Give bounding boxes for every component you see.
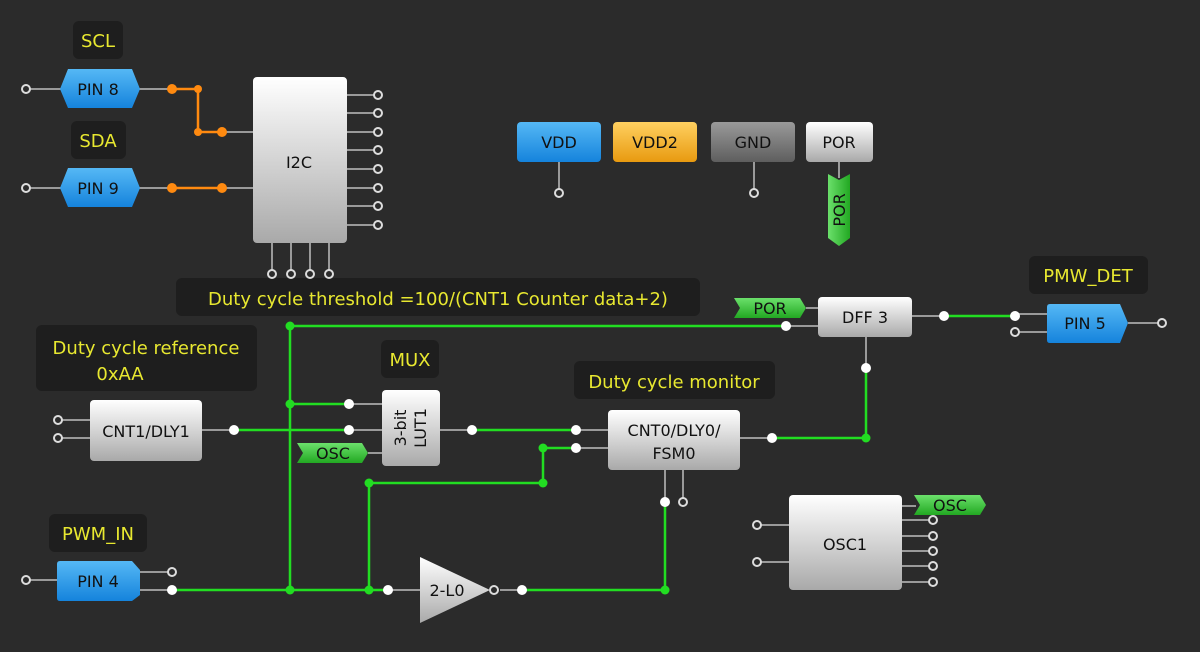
cnt1-block[interactable]: CNT1/DLY1 <box>90 400 202 461</box>
pin8-block[interactable]: PIN 8 <box>60 69 140 108</box>
lut1-label-line1: 3-bit <box>391 410 410 447</box>
cnt1-label: CNT1/DLY1 <box>102 422 190 441</box>
vdd2-block[interactable]: VDD2 <box>613 122 697 162</box>
pin9-block[interactable]: PIN 9 <box>60 168 140 207</box>
i2c-block[interactable]: I2C <box>253 77 347 243</box>
pin5-block[interactable]: PIN 5 <box>1047 304 1128 343</box>
label-pmw-det-text: PMW_DET <box>1043 266 1133 287</box>
i2c-label: I2C <box>286 153 312 172</box>
vdd-block[interactable]: VDD <box>517 122 601 162</box>
por-dff-tag-text: POR <box>753 299 786 318</box>
label-mux-text: MUX <box>389 350 430 371</box>
label-reference-line1: Duty cycle reference <box>53 338 240 359</box>
lut1-block[interactable]: 3-bit LUT1 <box>382 390 440 466</box>
i2c-wires <box>172 87 222 190</box>
pin8-label: PIN 8 <box>77 80 119 99</box>
por-dff-tag: POR <box>734 298 806 318</box>
label-scl-text: SCL <box>81 31 115 52</box>
gray-wires <box>30 88 1160 591</box>
cnt0-block[interactable]: CNT0/DLY0/ FSM0 <box>608 410 740 470</box>
osc-out-tag-text: OSC <box>933 496 967 515</box>
osc-out-tag: OSC <box>914 495 986 515</box>
vdd-label: VDD <box>541 133 577 152</box>
por-vertical-tag-text: POR <box>830 193 849 226</box>
pin5-label: PIN 5 <box>1064 314 1106 333</box>
label-threshold: Duty cycle threshold =100/(CNT1 Counter … <box>176 278 700 316</box>
cnt0-label-line1: CNT0/DLY0/ <box>628 421 722 440</box>
por-label: POR <box>822 133 855 152</box>
pin4-block[interactable]: PIN 4 <box>57 561 140 601</box>
label-pwm-in: PWM_IN <box>49 514 147 552</box>
vdd2-label: VDD2 <box>632 133 678 152</box>
label-reference-line2: 0xAA <box>96 364 144 385</box>
label-threshold-text: Duty cycle threshold =100/(CNT1 Counter … <box>208 289 668 310</box>
por-block[interactable]: POR <box>806 122 873 162</box>
pin4-label: PIN 4 <box>77 572 119 591</box>
osc1-label: OSC1 <box>823 535 867 554</box>
por-vertical-tag: POR <box>828 174 850 246</box>
osc-lut-tag-text: OSC <box>316 444 350 463</box>
label-pmw-det: PMW_DET <box>1029 256 1148 294</box>
signal-junctions <box>285 321 871 595</box>
label-sda: SDA <box>71 121 126 159</box>
label-scl: SCL <box>73 21 123 59</box>
connected-ports[interactable] <box>167 311 1020 595</box>
label-reference: Duty cycle reference 0xAA <box>36 325 257 391</box>
label-sda-text: SDA <box>79 131 117 152</box>
label-monitor-text: Duty cycle monitor <box>588 372 760 393</box>
i2c-junctions <box>167 84 227 193</box>
cnt0-label-line2: FSM0 <box>652 444 695 463</box>
pin9-label: PIN 9 <box>77 179 119 198</box>
dff3-label: DFF 3 <box>842 308 888 327</box>
inverter-label: 2-L0 <box>429 581 464 600</box>
dff3-block[interactable]: DFF 3 <box>818 297 912 337</box>
gnd-label: GND <box>735 133 772 152</box>
osc-lut-tag: OSC <box>297 443 368 463</box>
label-monitor: Duty cycle monitor <box>574 361 775 399</box>
label-pwm-in-text: PWM_IN <box>62 524 134 545</box>
open-ports[interactable] <box>21 84 1167 587</box>
inverter-block[interactable]: 2-L0 <box>420 557 499 623</box>
label-mux: MUX <box>381 340 439 378</box>
osc1-block[interactable]: OSC1 <box>789 495 902 590</box>
lut1-label-line2: LUT1 <box>411 408 430 448</box>
gnd-block[interactable]: GND <box>711 122 795 162</box>
